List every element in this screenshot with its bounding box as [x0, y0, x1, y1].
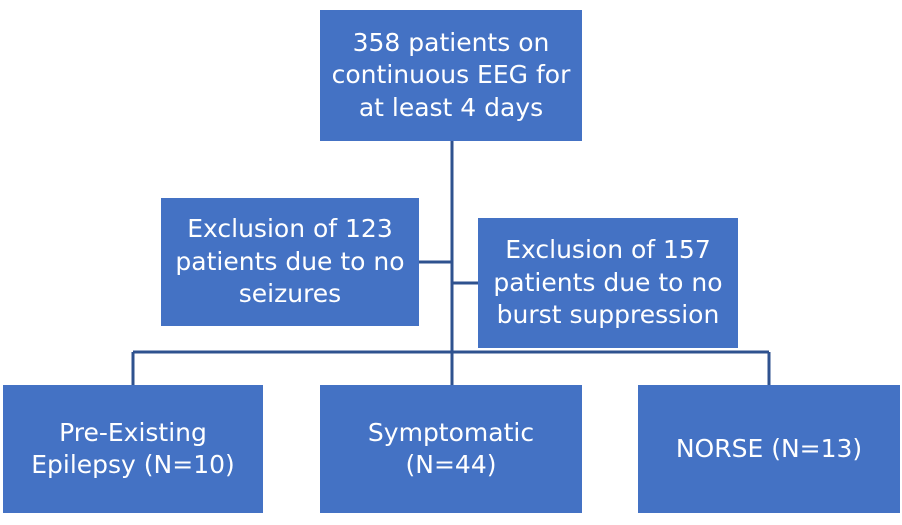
exclusion-box-no-seizures: Exclusion of 123 patients due to no seiz… [161, 198, 419, 326]
start-box-text: 358 patients on continuous EEG for at le… [332, 27, 571, 125]
outcome-box-text: Symptomatic (N=44) [368, 417, 534, 482]
exclusion-box-no-burst-suppression: Exclusion of 157 patients due to no burs… [478, 218, 738, 348]
exclusion-line: patients due to no [175, 246, 405, 276]
start-line: continuous EEG for [331, 60, 571, 90]
outcome-box-symptomatic: Symptomatic (N=44) [320, 385, 582, 513]
exclusion-line: Exclusion of 123 [187, 214, 393, 244]
start-box: 358 patients on continuous EEG for at le… [320, 10, 582, 141]
outcome-box-text: NORSE (N=13) [676, 433, 862, 466]
start-line: 358 patients on [352, 27, 550, 57]
outcome-line: Pre-Existing [59, 417, 207, 447]
outcome-line: (N=44) [405, 450, 497, 479]
outcome-line: Epilepsy (N=10) [31, 450, 235, 479]
exclusion-line: patients due to no [493, 267, 723, 297]
start-line: at least 4 days [358, 92, 544, 122]
exclusion-box-text: Exclusion of 123 patients due to no seiz… [175, 213, 404, 311]
outcome-box-pre-existing-epilepsy: Pre-Existing Epilepsy (N=10) [3, 385, 263, 513]
exclusion-line: seizures [238, 279, 342, 309]
exclusion-line: burst suppression [496, 300, 720, 330]
outcome-line: NORSE (N=13) [675, 433, 863, 463]
outcome-box-text: Pre-Existing Epilepsy (N=10) [31, 417, 235, 482]
outcome-line: Symptomatic [367, 417, 535, 447]
outcome-box-norse: NORSE (N=13) [638, 385, 900, 513]
exclusion-line: Exclusion of 157 [505, 235, 711, 265]
exclusion-box-text: Exclusion of 157 patients due to no burs… [493, 234, 722, 332]
